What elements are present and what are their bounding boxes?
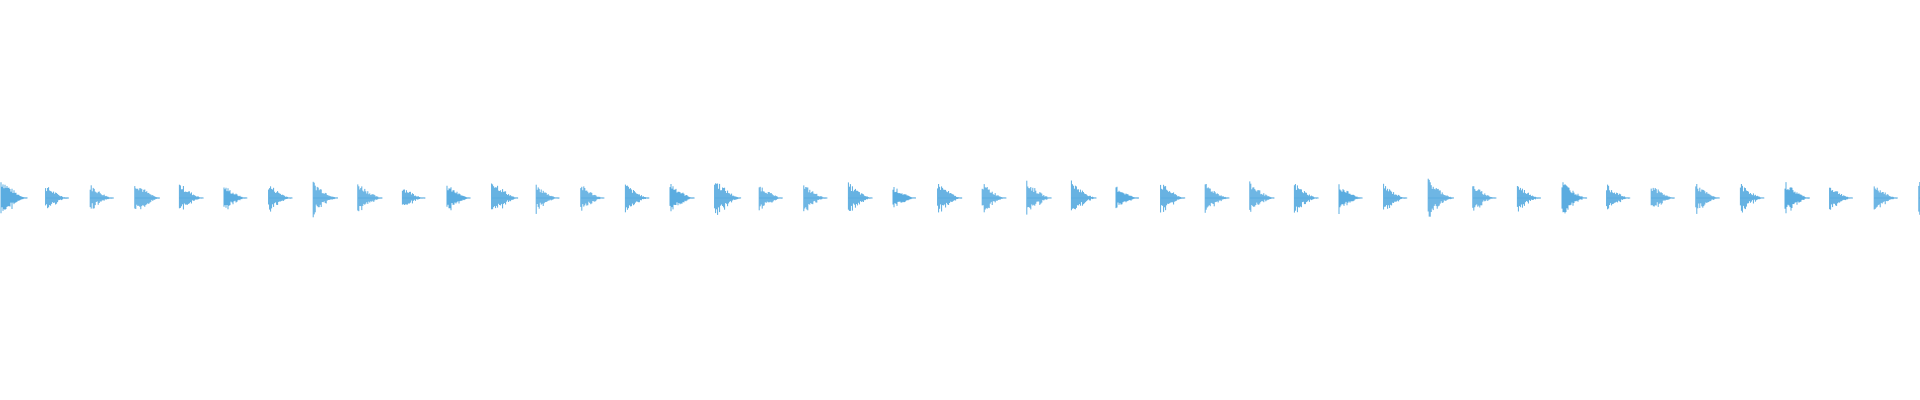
waveform-transient bbox=[1160, 184, 1186, 213]
waveform-transient bbox=[1026, 180, 1052, 215]
waveform-transient bbox=[1695, 184, 1720, 214]
waveform-transient bbox=[937, 184, 963, 213]
waveform-transients bbox=[0, 178, 1920, 218]
waveform-transient bbox=[535, 184, 560, 214]
waveform-transient bbox=[803, 185, 828, 212]
waveform-transient bbox=[1293, 184, 1319, 213]
waveform-transient bbox=[1472, 186, 1497, 211]
waveform-transient bbox=[178, 184, 204, 210]
waveform-transient bbox=[1383, 183, 1408, 210]
waveform-transient bbox=[1249, 181, 1275, 212]
waveform-transient bbox=[0, 182, 28, 214]
waveform-transient bbox=[1204, 184, 1230, 213]
waveform-transient bbox=[89, 185, 114, 209]
waveform-transient bbox=[312, 181, 338, 218]
waveform-transient bbox=[1829, 187, 1853, 210]
waveform-transient bbox=[1784, 182, 1810, 214]
waveform-transient bbox=[624, 184, 650, 213]
waveform-transient bbox=[1070, 180, 1097, 211]
waveform-transient bbox=[134, 186, 160, 210]
waveform-transient bbox=[1516, 186, 1541, 212]
waveform-transient bbox=[847, 182, 873, 211]
waveform-transient bbox=[268, 186, 293, 212]
waveform-transient bbox=[1873, 186, 1898, 210]
waveform-transient bbox=[491, 183, 519, 210]
waveform-transient bbox=[669, 184, 695, 212]
waveform-transient bbox=[758, 186, 783, 211]
waveform-transient bbox=[45, 187, 69, 209]
waveform-transient bbox=[714, 183, 742, 215]
waveform-transient bbox=[1561, 182, 1588, 214]
waveform-transient bbox=[1115, 186, 1139, 209]
waveform-transient bbox=[446, 185, 471, 211]
waveform-transient bbox=[1427, 178, 1454, 217]
waveform-transient bbox=[1606, 184, 1631, 210]
waveform-transient bbox=[892, 187, 916, 208]
waveform-transient bbox=[357, 184, 383, 212]
waveform-transient bbox=[1739, 184, 1765, 213]
waveform-transient bbox=[223, 187, 248, 210]
waveform-transient bbox=[981, 184, 1007, 213]
waveform-transient bbox=[580, 186, 605, 211]
waveform-transient bbox=[401, 189, 426, 205]
waveform-transient bbox=[1338, 184, 1363, 214]
waveform-transient bbox=[1650, 187, 1675, 207]
